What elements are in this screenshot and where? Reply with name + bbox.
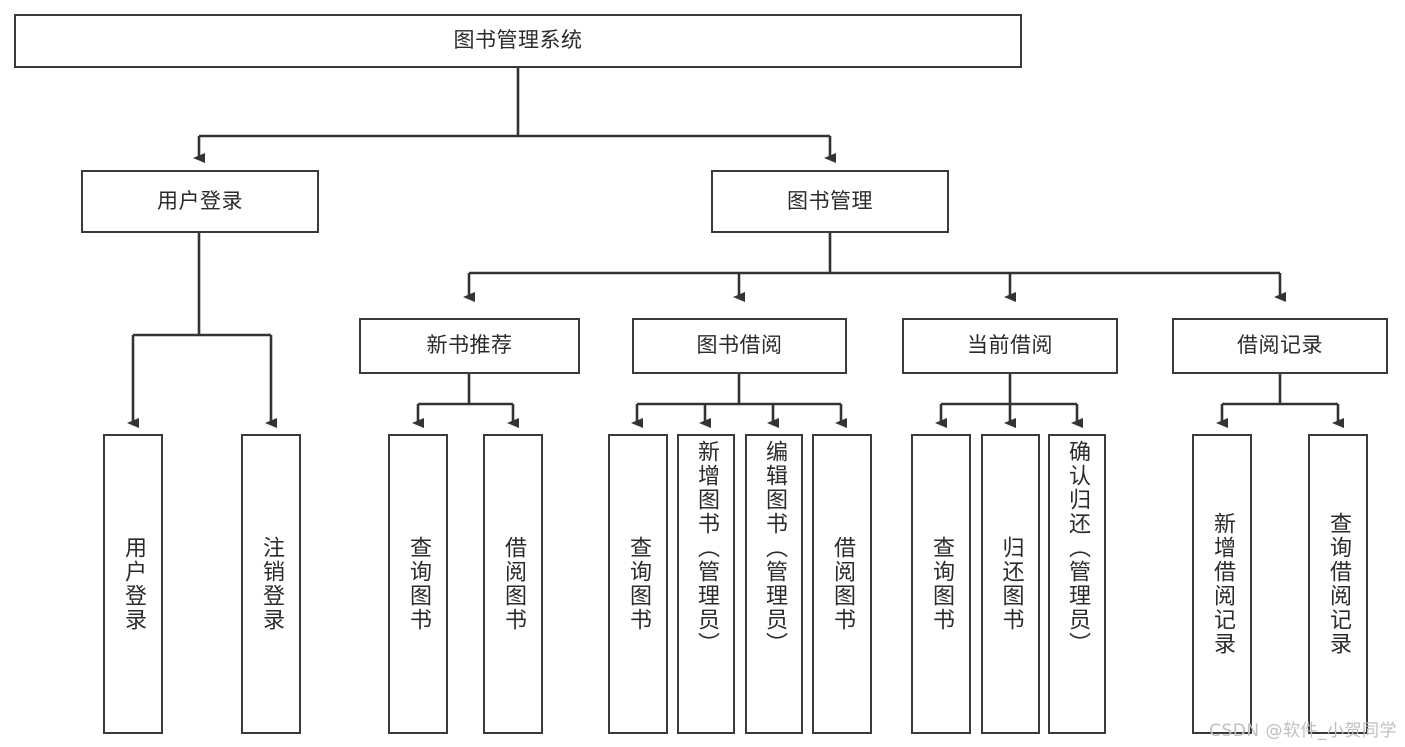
leaf-query-book-3[interactable]: 查询图书: [911, 434, 971, 734]
node-root[interactable]: 图书管理系统: [14, 14, 1022, 68]
node-new-book-recommend-label: 新书推荐: [426, 333, 513, 358]
leaf-edit-book-label: 编辑图书（管理员）: [762, 440, 787, 656]
leaf-query-record-label: 查询借阅记录: [1326, 512, 1351, 656]
leaf-query-record[interactable]: 查询借阅记录: [1308, 434, 1368, 734]
csdn-watermark: CSDN @软件_小贺同学: [1209, 721, 1397, 741]
leaf-user-login[interactable]: 用户登录: [103, 434, 163, 734]
node-user-login-label: 用户登录: [157, 188, 243, 213]
node-borrow-record[interactable]: 借阅记录: [1172, 318, 1388, 374]
leaf-borrow-book-2[interactable]: 借阅图书: [812, 434, 872, 734]
leaf-edit-book[interactable]: 编辑图书（管理员）: [745, 434, 803, 734]
node-root-label: 图书管理系统: [453, 28, 583, 53]
leaf-user-login-label: 用户登录: [121, 536, 146, 632]
node-book-borrow[interactable]: 图书借阅: [632, 318, 847, 374]
node-new-book-recommend[interactable]: 新书推荐: [359, 318, 580, 374]
leaf-add-book-label: 新增图书（管理员）: [694, 440, 719, 656]
leaf-confirm-return-label: 确认归还（管理员）: [1065, 440, 1090, 656]
leaf-borrow-book-1[interactable]: 借阅图书: [483, 434, 543, 734]
leaf-user-logout-label: 注销登录: [259, 536, 284, 632]
node-book-manage[interactable]: 图书管理: [711, 170, 949, 233]
node-borrow-record-label: 借阅记录: [1237, 333, 1323, 358]
leaf-query-book-3-label: 查询图书: [929, 536, 954, 632]
leaf-borrow-book-1-label: 借阅图书: [501, 536, 526, 632]
leaf-borrow-book-2-label: 借阅图书: [830, 536, 855, 632]
leaf-add-book[interactable]: 新增图书（管理员）: [677, 434, 735, 734]
node-book-borrow-label: 图书借阅: [696, 333, 783, 358]
leaf-user-logout[interactable]: 注销登录: [241, 434, 301, 734]
leaf-add-record-label: 新增借阅记录: [1210, 512, 1235, 656]
leaf-query-book-2[interactable]: 查询图书: [608, 434, 668, 734]
leaf-query-book-1[interactable]: 查询图书: [388, 434, 448, 734]
leaf-query-book-2-label: 查询图书: [626, 536, 651, 632]
leaf-query-book-1-label: 查询图书: [406, 536, 431, 632]
node-user-login[interactable]: 用户登录: [81, 170, 319, 233]
node-book-manage-label: 图书管理: [787, 188, 873, 213]
leaf-return-book[interactable]: 归还图书: [981, 434, 1040, 734]
node-current-borrow[interactable]: 当前借阅: [902, 318, 1118, 374]
leaf-confirm-return[interactable]: 确认归还（管理员）: [1048, 434, 1106, 734]
leaf-return-book-label: 归还图书: [998, 536, 1024, 632]
node-current-borrow-label: 当前借阅: [967, 333, 1053, 358]
leaf-add-record[interactable]: 新增借阅记录: [1192, 434, 1252, 734]
